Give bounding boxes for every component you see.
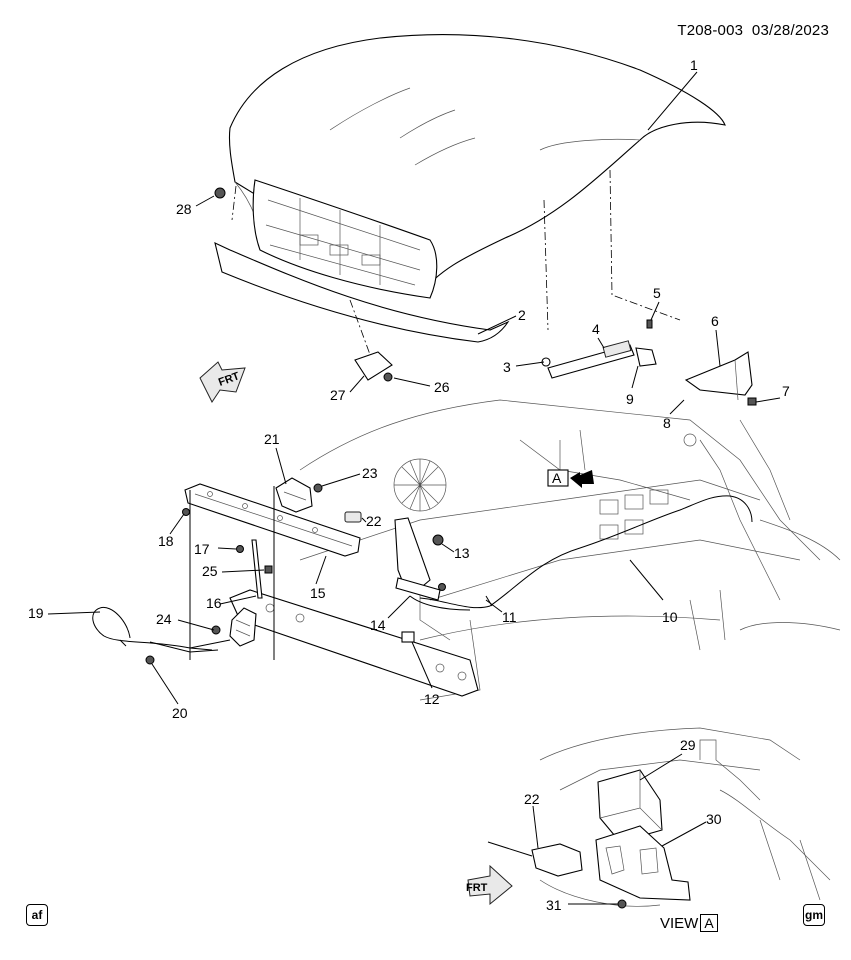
radiator-fan bbox=[393, 458, 447, 512]
fastener-31 bbox=[617, 899, 627, 909]
hood-primary-latch bbox=[275, 477, 313, 513]
hood-gas-strut bbox=[547, 340, 635, 379]
view-a-arrow bbox=[570, 470, 594, 488]
callout-10: 10 bbox=[662, 609, 678, 625]
callout-numbers: 1 2 3 4 5 6 7 8 9 10 11 12 13 14 15 16 1… bbox=[28, 57, 790, 913]
clip-25 bbox=[264, 565, 273, 574]
callout-20: 20 bbox=[172, 705, 188, 721]
view-caption-word: VIEW bbox=[660, 914, 699, 932]
hood-front-seal bbox=[214, 242, 510, 343]
front-lower-bar bbox=[229, 589, 479, 697]
latch-connector bbox=[344, 511, 362, 523]
front-direction-arrow-upper: FRT bbox=[199, 361, 246, 403]
strut-bracket bbox=[635, 347, 657, 367]
engine-compartment-structure bbox=[299, 399, 841, 701]
callout-30: 30 bbox=[706, 811, 722, 827]
clip-12 bbox=[401, 631, 415, 643]
callout-25: 25 bbox=[202, 563, 218, 579]
callout-1: 1 bbox=[690, 57, 698, 73]
view-caption-letter: A bbox=[700, 914, 718, 932]
callout-19: 19 bbox=[28, 605, 44, 621]
af-badge: af bbox=[26, 904, 48, 926]
view-a-marker-letter: A bbox=[552, 470, 562, 486]
callout-27: 27 bbox=[330, 387, 346, 403]
callout-leaders bbox=[47, 71, 781, 905]
callout-23: 23 bbox=[362, 465, 378, 481]
callout-8: 8 bbox=[663, 415, 671, 431]
view-a-latch bbox=[531, 843, 583, 877]
callout-22: 22 bbox=[366, 513, 382, 529]
callout-21: 21 bbox=[264, 431, 280, 447]
hood-hinge bbox=[684, 351, 753, 401]
callout-2: 2 bbox=[518, 307, 526, 323]
module-bracket bbox=[595, 825, 691, 901]
callout-15: 15 bbox=[310, 585, 326, 601]
callout-3: 3 bbox=[503, 359, 511, 375]
callout-6: 6 bbox=[711, 313, 719, 329]
diagram-header: T208-003 03/28/2023 bbox=[677, 22, 829, 39]
hood-secondary-latch bbox=[229, 607, 257, 647]
callout-29: 29 bbox=[680, 737, 696, 753]
front-direction-arrow-lower: FRT bbox=[466, 864, 513, 906]
support-rod bbox=[251, 539, 263, 599]
callout-28: 28 bbox=[176, 201, 192, 217]
radiator-upper-tie-bar bbox=[184, 483, 361, 557]
callout-9: 9 bbox=[626, 391, 634, 407]
callout-11: 11 bbox=[502, 609, 517, 625]
hood-release-cable bbox=[419, 495, 753, 609]
callout-12: 12 bbox=[424, 691, 440, 707]
callout-5: 5 bbox=[653, 285, 661, 301]
gm-logo-badge: gm bbox=[803, 904, 825, 926]
bolt-5 bbox=[646, 319, 653, 329]
hood-striker bbox=[354, 351, 393, 381]
callout-13: 13 bbox=[454, 545, 470, 561]
diagram-code: T208-003 bbox=[677, 22, 744, 39]
diagram-date: 03/28/2023 bbox=[751, 22, 829, 39]
bolt-28 bbox=[214, 187, 226, 199]
fastener-20 bbox=[145, 655, 155, 665]
view-a-caption: VIEW A bbox=[660, 914, 718, 932]
bolt-7 bbox=[747, 397, 757, 406]
bolt-17 bbox=[236, 545, 244, 553]
nut-13 bbox=[432, 534, 444, 546]
hood-release-handle-cable bbox=[92, 606, 231, 653]
bolt-23 bbox=[313, 483, 323, 493]
hood-inner-panel bbox=[252, 179, 438, 299]
callout-7: 7 bbox=[782, 383, 790, 399]
callout-17: 17 bbox=[194, 541, 210, 557]
bolt-26 bbox=[383, 372, 393, 382]
callout-31: 31 bbox=[546, 897, 562, 913]
callout-16: 16 bbox=[206, 595, 222, 611]
callout-26: 26 bbox=[434, 379, 450, 395]
callout-4: 4 bbox=[592, 321, 600, 337]
view-a-detail bbox=[487, 727, 831, 909]
fastener-13b bbox=[438, 583, 446, 591]
clip-24 bbox=[211, 625, 221, 635]
callout-14: 14 bbox=[370, 617, 386, 633]
frt-label-lower: FRT bbox=[466, 882, 488, 894]
view-a-marker: A bbox=[547, 469, 594, 488]
callout-24: 24 bbox=[156, 611, 172, 627]
callout-22-view-a: 22 bbox=[524, 791, 540, 807]
callout-18: 18 bbox=[158, 533, 174, 549]
